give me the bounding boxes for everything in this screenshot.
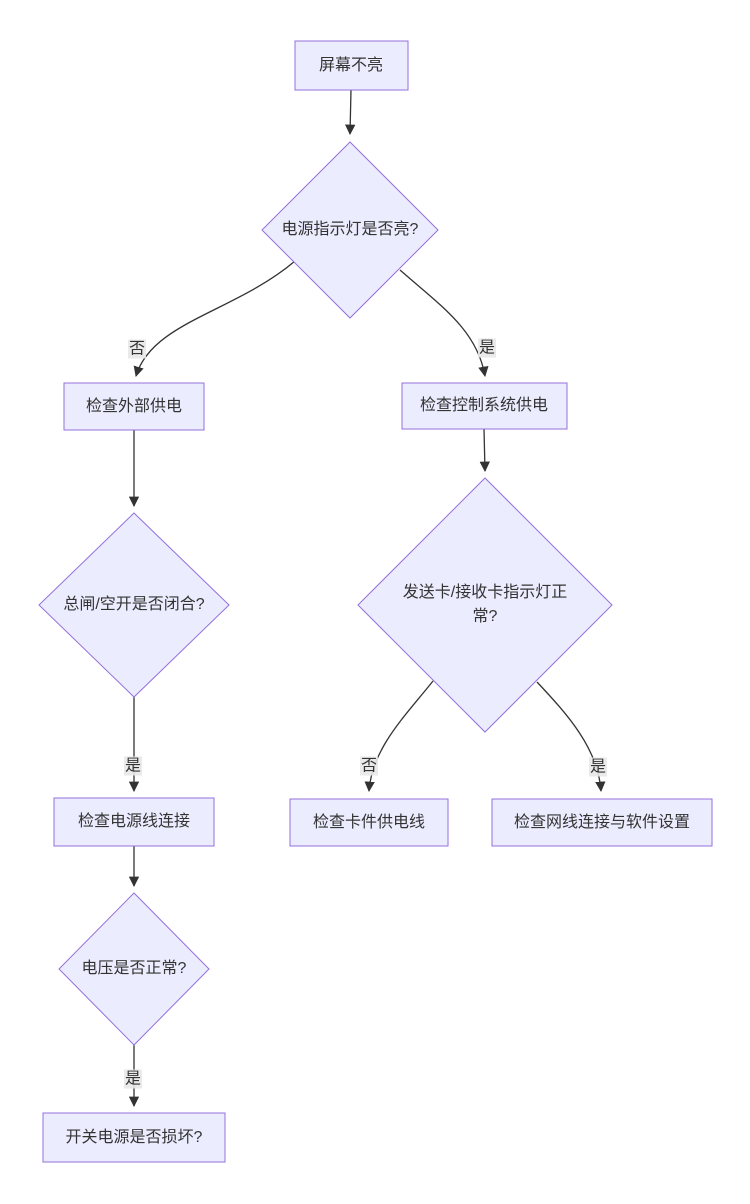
- node-check-network: 检查网线连接与软件设置: [513, 814, 691, 831]
- edge-power-led-to-check-control: [399, 269, 489, 378]
- edge-card-leds-to-card-power: [364, 680, 434, 793]
- edge-label-no-card-power: 否: [359, 756, 379, 776]
- edge-label-no-external: 否: [127, 339, 147, 359]
- node-check-external: 检查外部供电: [85, 398, 183, 415]
- shape-check-control: [401, 382, 568, 430]
- shape-breaker-decision: [38, 512, 230, 698]
- shape-check-card-power: [289, 798, 449, 847]
- edge-check-control-to-card-leds: [479, 428, 490, 473]
- shape-voltage-decision: [58, 892, 210, 1046]
- edge-power-led-to-check-external: [133, 260, 296, 377]
- edge-label-yes-network: 是: [588, 757, 608, 777]
- node-check-card-power: 检查卡件供电线: [312, 814, 426, 831]
- decision-power-led: 电源指示灯是否亮?: [281, 221, 419, 238]
- shape-check-external: [63, 382, 205, 431]
- shape-screen-dark: [294, 40, 409, 91]
- node-check-control: 检查控制系统供电: [419, 397, 549, 414]
- shape-check-network: [491, 798, 713, 847]
- shape-check-cable: [53, 797, 215, 847]
- shape-card-leds-decision: [357, 477, 613, 733]
- node-check-cable: 检查电源线连接: [77, 813, 191, 830]
- edge-label-yes-psu: 是: [123, 1069, 143, 1089]
- decision-card-leds: 发送卡/接收卡指示灯正常?: [402, 584, 568, 625]
- node-screen-dark: 屏幕不亮: [318, 57, 384, 74]
- edge-card-leds-to-network: [536, 681, 606, 793]
- edge-label-yes-cable: 是: [123, 756, 143, 776]
- decision-breaker-closed: 总闸/空开是否闭合?: [63, 596, 205, 613]
- node-psu-damaged: 开关电源是否损坏?: [65, 1129, 203, 1146]
- edge-screen-dark-to-power-led: [345, 89, 356, 136]
- edge-label-yes-control: 是: [477, 338, 497, 358]
- shape-power-led-decision: [261, 141, 439, 319]
- shape-psu-damaged: [42, 1112, 226, 1163]
- decision-voltage-normal: 电压是否正常?: [81, 960, 187, 977]
